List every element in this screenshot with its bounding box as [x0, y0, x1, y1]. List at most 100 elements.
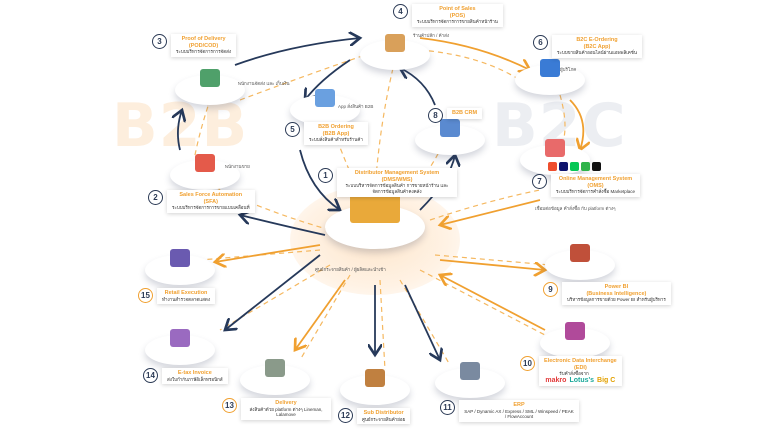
- magnifier-team-icon: [170, 249, 190, 267]
- step-number: 5: [285, 122, 300, 137]
- label-box: Proof of Delivery(POD/COD)ระบบบริหารจัดก…: [171, 34, 237, 58]
- computer-invoice-icon: [170, 329, 190, 347]
- label-box: B2C E-Ordering(B2C App)ระบบขายสินค้าออนไ…: [552, 35, 642, 59]
- node-caption-7: เชื่อมต่อข้อมูล คำสั่งซื้อ กับ platform …: [535, 206, 616, 211]
- dashed-link-1-9: [434, 254, 551, 266]
- step-number: 7: [532, 174, 547, 189]
- node-subtitle: (POD/COD): [188, 42, 219, 49]
- node-subtitle: (OMS): [587, 182, 604, 189]
- node-caption-5: App สั่งสินค้า B2B: [338, 104, 374, 109]
- node-title: Point of Sales: [439, 6, 476, 12]
- platform-1: [325, 193, 425, 249]
- node-label-4: 4 Point of Sales(POS)ระบบบริหารจัดการการข…: [393, 4, 503, 28]
- step-number: 8: [428, 108, 443, 123]
- label-box: B2B CRM: [447, 108, 483, 119]
- platform-9: [545, 244, 615, 280]
- label-box: Sales Force Automation(SFA)ระบบบริหารจัด…: [167, 190, 255, 214]
- dashed-link-2-3: [194, 99, 211, 156]
- retailer-logo: makro: [545, 377, 567, 385]
- node-caption-3: พนักงานจัดส่ง และ เก็บเงิน: [238, 81, 290, 86]
- dashed-link-6-7: [559, 94, 566, 151]
- node-label-10: 10 Electronic Data Interchange(EDI)รับคำส…: [520, 356, 622, 387]
- label-box: Point of Sales(POS)ระบบบริหารจัดการการขา…: [412, 4, 503, 28]
- dashed-link-1-13: [299, 274, 351, 361]
- node-title: Distributor Management System: [354, 170, 440, 176]
- node-title: Retail Execution: [164, 290, 208, 296]
- globe-truck-icon: [200, 69, 220, 87]
- node-description: ระบบสั่งสินค้าสำหรับร้านค้า: [309, 137, 363, 143]
- dashed-link-1-11: [399, 279, 451, 366]
- lazada-icon: [559, 162, 568, 171]
- label-box: Distributor Management System(DMS/WMS)ระ…: [337, 168, 457, 197]
- arrow-1-to-2: [240, 215, 326, 236]
- node-title: Proof of Delivery: [181, 36, 226, 42]
- node-title: ERP: [513, 402, 525, 408]
- server-icon: [565, 322, 585, 340]
- node-description: ระบบบริหารจัดการการขายแบบเคลื่อนที่: [172, 205, 250, 211]
- platform-12: [340, 369, 410, 405]
- arrow-1-to-15: [215, 244, 321, 262]
- sub-warehouse-icon: [365, 369, 385, 387]
- node-description: รับคำสั่งซื้อจาก: [559, 371, 589, 377]
- node-subtitle: (SFA): [203, 198, 218, 205]
- platform-5: [290, 89, 360, 125]
- node-description: ระบบบริหารจัดการการจัดส่ง: [176, 49, 232, 55]
- node-description: บริหารข้อมูลการขายด้วย Power BI สำหรับผู…: [567, 297, 666, 303]
- node-caption-6: ผู้บริโภค: [560, 67, 577, 72]
- step-number: 6: [533, 35, 548, 50]
- node-description: ส่งสินค้าด้วย platform ต่างๆ Lineman, La…: [249, 406, 323, 418]
- warehouse-icon: [350, 193, 400, 223]
- step-number: 10: [520, 356, 535, 371]
- node-description: ระบบบริหารจัดการข้อมูลสินค้า การขายหน้าร…: [345, 183, 449, 195]
- arrow-3-to-4: [234, 38, 360, 66]
- laptop-money-icon: [460, 362, 480, 380]
- platform-6: [515, 59, 585, 95]
- arrow-5-to-1: [299, 149, 340, 210]
- label-box: Electronic Data Interchange(EDI)รับคำสั่…: [539, 356, 622, 387]
- step-number: 11: [440, 400, 455, 415]
- platform-14: [145, 329, 215, 365]
- step-number: 9: [543, 282, 558, 297]
- lineman-icon: [581, 162, 590, 171]
- dashed-link-1-10: [419, 269, 546, 336]
- dashed-link-3-4: [239, 49, 381, 101]
- node-description: ระบบบริหารจัดการคำสั่งซื้อ Marketplace: [556, 189, 635, 195]
- platform-11: [435, 362, 505, 398]
- dashed-link-1-14: [219, 264, 331, 331]
- node-description: ส่งใบกำกับภาษีอิเล็กทรอนิกส์: [167, 376, 223, 382]
- arrow-6-to-7: [569, 99, 583, 150]
- label-box: Online Management System(OMS)ระบบบริหารจ…: [551, 174, 640, 198]
- platform-8: [415, 119, 485, 155]
- mobile-app-icon: [315, 89, 335, 107]
- retailer-logo: Lotus's: [569, 377, 595, 385]
- node-label-1: 1 Distributor Management System(DMS/WMS)ร…: [318, 168, 457, 197]
- node-caption-2: พนักงานขาย: [225, 164, 250, 169]
- arrow-1-to-13: [295, 279, 346, 350]
- step-number: 14: [143, 368, 158, 383]
- node-label-7: 7 Online Management System(OMS)ระบบบริหาร…: [532, 174, 640, 198]
- arrow-8-to-4: [400, 68, 436, 106]
- node-description: ทำงานสำรวจตลาดแสดง: [162, 296, 211, 302]
- storefront-icon: [545, 139, 565, 157]
- node-title: B2B CRM: [452, 110, 478, 116]
- step-number: 4: [393, 4, 408, 19]
- marketplace-app-icons: [548, 162, 601, 171]
- node-label-8: 8 B2B CRM: [428, 108, 483, 123]
- node-subtitle: (POS): [449, 12, 466, 19]
- platform-13: [240, 359, 310, 395]
- node-subtitle: (Business Intelligence): [586, 290, 647, 297]
- step-number: 1: [318, 168, 333, 183]
- platform-4: [360, 34, 430, 70]
- retailer-logo: Big C: [597, 377, 616, 385]
- step-number: 13: [222, 398, 237, 413]
